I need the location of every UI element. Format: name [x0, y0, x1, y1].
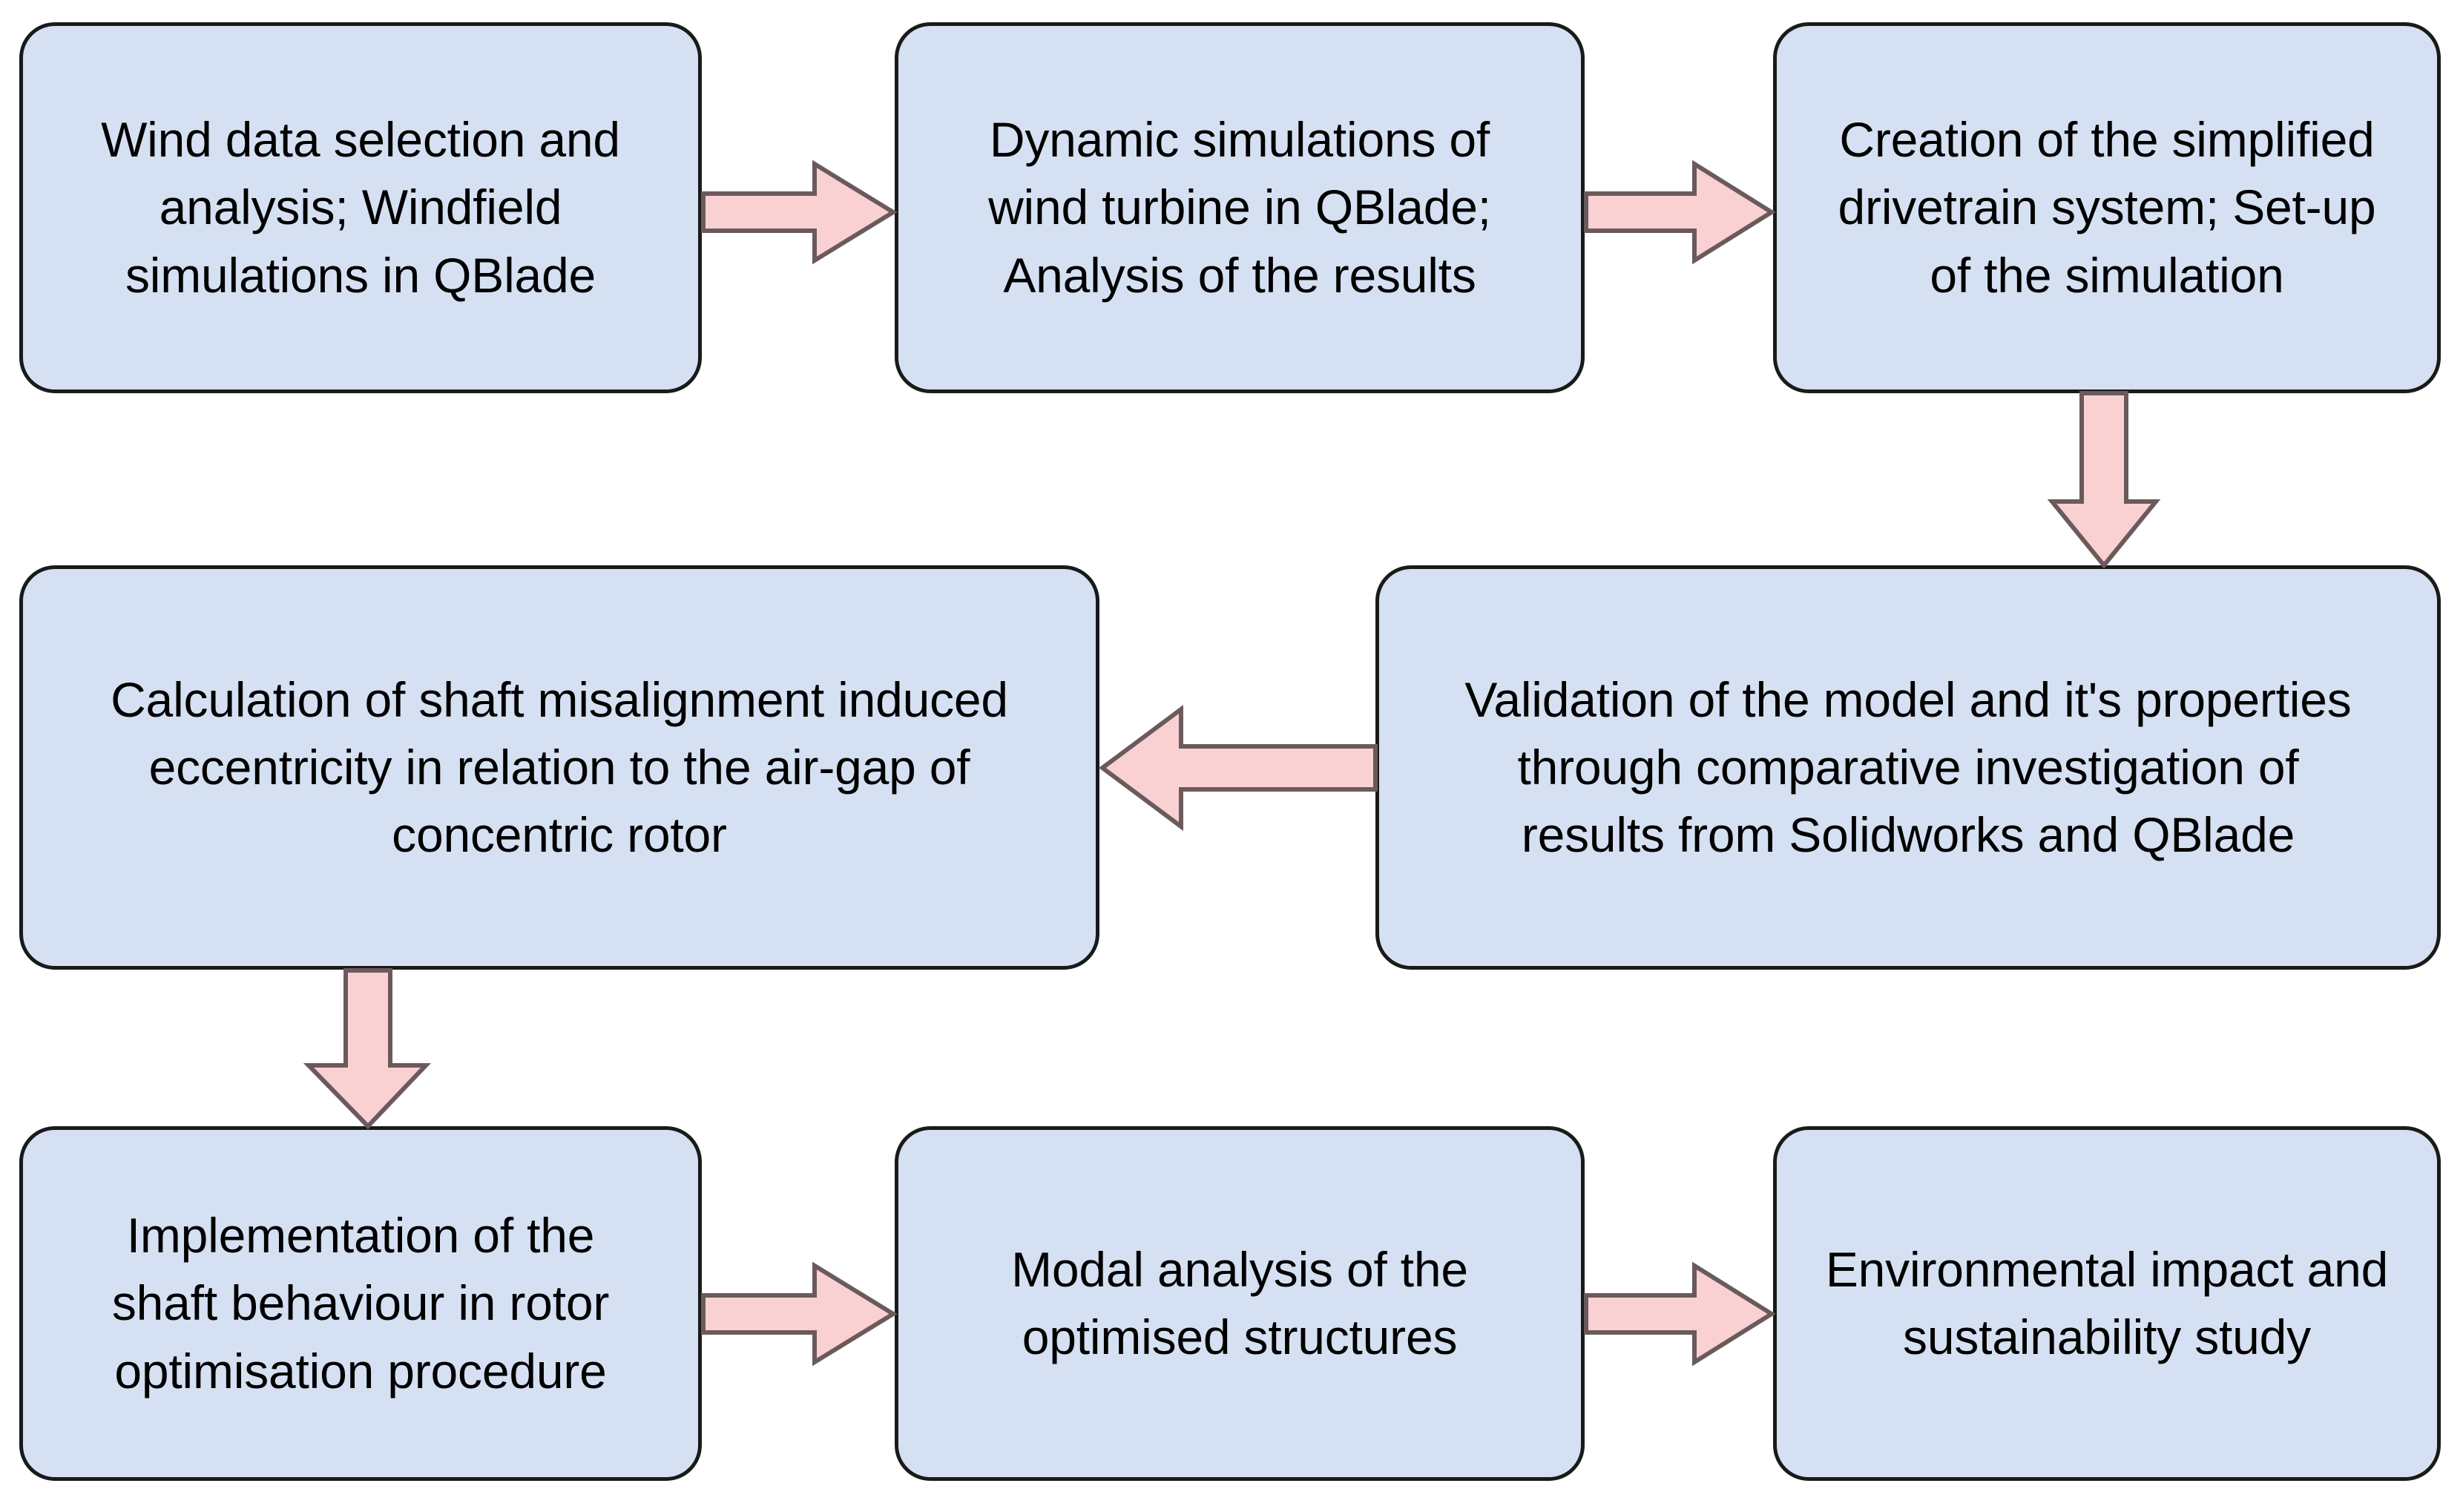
node-modal-analysis[interactable]: Modal analysis of the optimised structur… — [895, 1126, 1585, 1481]
node-environmental-impact[interactable]: Environmental impact and sustainability … — [1773, 1126, 2441, 1481]
node-eccentricity-calculation[interactable]: Calculation of shaft misalignment induce… — [19, 565, 1099, 970]
arrow-right-n7-n8 — [1584, 1261, 1776, 1367]
arrow-right-n2-n3 — [1584, 160, 1776, 265]
node-dynamic-simulations[interactable]: Dynamic simulations of wind turbine in Q… — [895, 22, 1585, 393]
node-label: Environmental impact and sustainability … — [1825, 1241, 2389, 1364]
arrow-down-n4-n6 — [303, 968, 431, 1130]
node-wind-data-selection[interactable]: Wind data selection and analysis; Windfi… — [19, 22, 702, 393]
node-label: Implementation of the shaft behaviour in… — [111, 1208, 610, 1398]
node-label: Dynamic simulations of wind turbine in Q… — [988, 112, 1491, 303]
node-label: Validation of the model and it's propert… — [1464, 671, 2352, 863]
node-shaft-behaviour-implementation[interactable]: Implementation of the shaft behaviour in… — [19, 1126, 702, 1481]
arrow-down-n3-n5 — [2047, 391, 2161, 569]
node-label: Wind data selection and analysis; Windfi… — [101, 112, 620, 303]
node-model-validation[interactable]: Validation of the model and it's propert… — [1375, 565, 2441, 970]
node-label: Creation of the simplified drivetrain sy… — [1838, 112, 2376, 303]
arrow-left-n5-n4 — [1098, 705, 1378, 831]
node-drivetrain-creation[interactable]: Creation of the simplified drivetrain sy… — [1773, 22, 2441, 393]
arrow-right-n6-n7 — [701, 1261, 898, 1367]
node-label: Calculation of shaft misalignment induce… — [111, 671, 1008, 863]
arrow-right-n1-n2 — [701, 160, 898, 265]
node-label: Modal analysis of the optimised structur… — [1011, 1241, 1468, 1364]
